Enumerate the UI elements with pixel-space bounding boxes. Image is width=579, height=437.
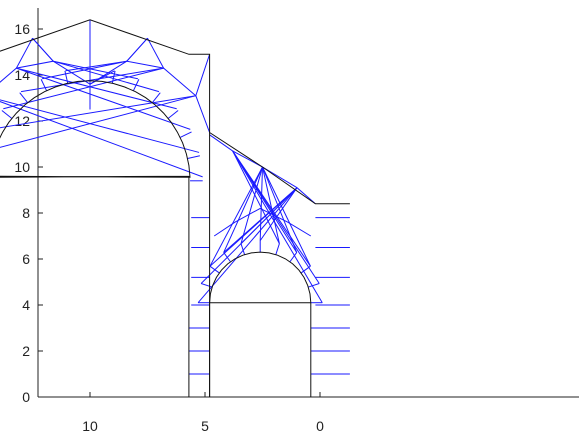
mesh-strut <box>53 60 138 80</box>
mesh-spoke <box>167 110 179 119</box>
mesh-spoke <box>240 243 246 255</box>
mesh-strut <box>209 187 298 267</box>
x-tick-label: 5 <box>201 418 209 434</box>
mesh-strut <box>200 187 298 284</box>
mesh-spoke <box>151 92 161 103</box>
mesh-strut <box>32 37 54 62</box>
mesh-strut <box>16 67 177 110</box>
mesh-strut <box>195 54 211 96</box>
mesh-spoke <box>40 79 48 91</box>
mesh-spoke <box>289 252 298 263</box>
mesh-strut <box>259 166 263 241</box>
mesh-spoke <box>200 283 213 288</box>
x-tick-label: 0 <box>316 418 324 434</box>
mesh-strut <box>65 60 127 72</box>
mesh-strut <box>3 67 164 110</box>
mesh-strut <box>232 150 311 267</box>
y-tick-label: 10 <box>14 159 30 175</box>
mesh-strut <box>259 187 298 241</box>
mesh-strut <box>20 67 164 93</box>
mesh-strut <box>15 37 33 69</box>
mesh-strut <box>232 150 298 253</box>
y-tick-label: 16 <box>14 21 30 37</box>
x-tick-label: 10 <box>82 418 98 434</box>
roof-outline <box>0 19 350 205</box>
mesh-strut <box>209 166 263 267</box>
mesh-strut <box>195 95 211 133</box>
mesh-strut <box>197 187 298 304</box>
mesh-strut <box>232 150 280 244</box>
mesh-spoke <box>19 92 29 103</box>
mesh-strut <box>262 166 280 244</box>
mesh-strut <box>42 60 127 80</box>
mesh-spoke <box>308 283 320 288</box>
mesh-strut <box>53 60 160 93</box>
mesh-strut <box>89 70 115 85</box>
mesh-strut <box>126 37 148 62</box>
right-arch-opening <box>209 251 312 397</box>
central-arch-opening <box>0 80 191 397</box>
mesh-strut <box>262 166 311 267</box>
mesh-spoke <box>275 243 280 255</box>
axes: 024681012141620151050 <box>14 8 579 434</box>
mesh-strut <box>147 37 165 69</box>
mesh-spoke <box>1 110 13 119</box>
mesh-spoke <box>187 155 200 160</box>
mesh-strut <box>0 99 200 153</box>
mesh-strut <box>240 166 263 244</box>
mesh-strut <box>0 95 196 129</box>
y-tick-label: 12 <box>14 113 30 129</box>
y-tick-label: 6 <box>22 251 30 267</box>
y-tick-label: 4 <box>22 297 30 313</box>
mesh-strut <box>223 166 263 253</box>
mesh-chord <box>213 207 312 237</box>
arch-outline <box>0 19 350 397</box>
mesh-strut <box>232 150 323 303</box>
mesh-lines <box>0 19 350 375</box>
y-tick-label: 8 <box>22 205 30 221</box>
y-tick-label: 0 <box>22 389 30 405</box>
mesh-spoke <box>179 131 192 138</box>
mesh-strut <box>0 95 196 148</box>
y-tick-label: 2 <box>22 343 30 359</box>
